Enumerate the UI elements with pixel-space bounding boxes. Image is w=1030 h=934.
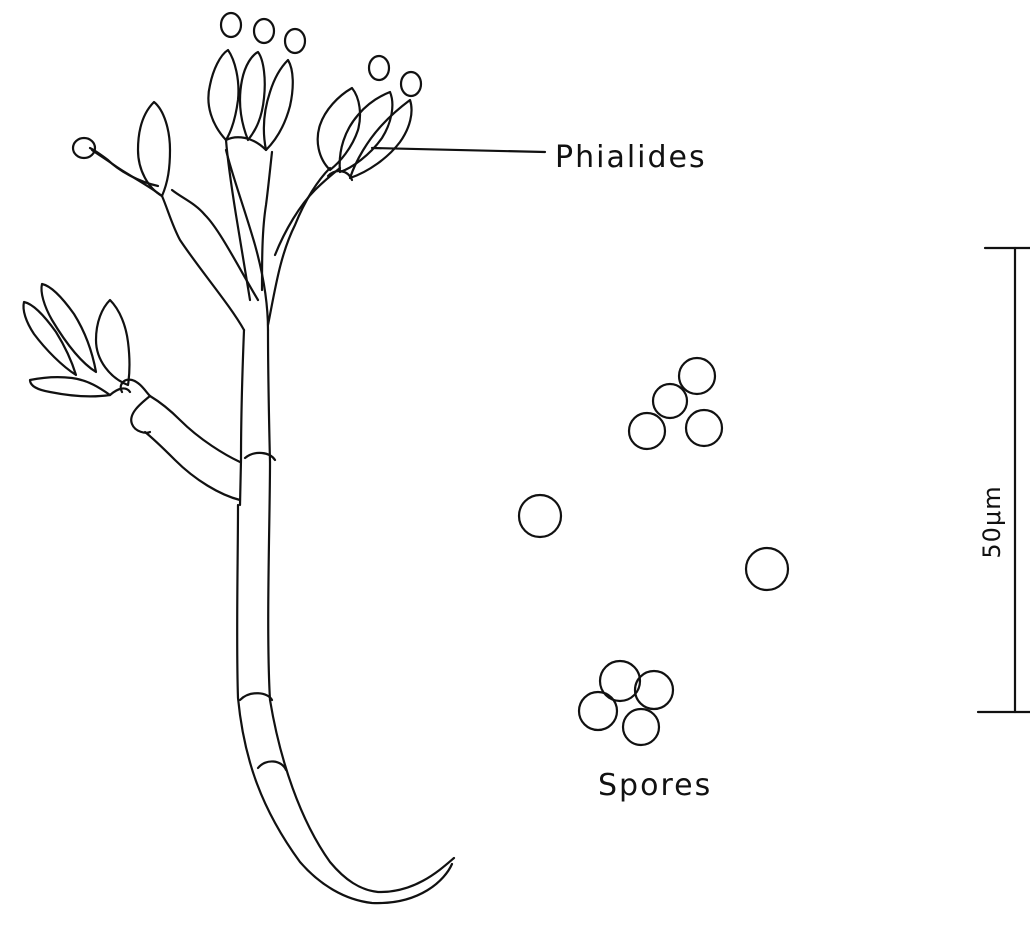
phialides-top-cluster: [208, 50, 292, 150]
conidium: [221, 13, 241, 37]
phialides-leader-line: [372, 148, 545, 152]
scale-bar-label: 50μm: [978, 485, 1006, 558]
scale-bar: 50μm: [978, 248, 1030, 712]
spore: [746, 548, 788, 590]
spores-label: Spores: [598, 768, 712, 803]
spores-group: Spores: [519, 358, 788, 803]
upper-branches: [162, 140, 340, 330]
spore: [653, 384, 687, 418]
conidium: [401, 72, 421, 96]
spore: [629, 413, 665, 449]
spore: [679, 358, 715, 394]
phialides-left-cluster: [90, 102, 170, 196]
spore: [623, 709, 659, 745]
spore: [519, 495, 561, 537]
spore: [686, 410, 722, 446]
spore: [635, 671, 673, 709]
conidiophore-stipe: [237, 330, 454, 903]
conidium: [369, 56, 389, 80]
phialides-label-group: Phialides: [372, 140, 707, 175]
conidium: [254, 19, 274, 43]
phialides-lower-cluster: [23, 284, 130, 396]
phialides-label: Phialides: [555, 140, 707, 175]
lower-branch: [121, 380, 240, 500]
conidium: [285, 29, 305, 53]
spore: [579, 692, 617, 730]
spore: [600, 661, 640, 701]
phialides-right-cluster: [318, 88, 412, 180]
